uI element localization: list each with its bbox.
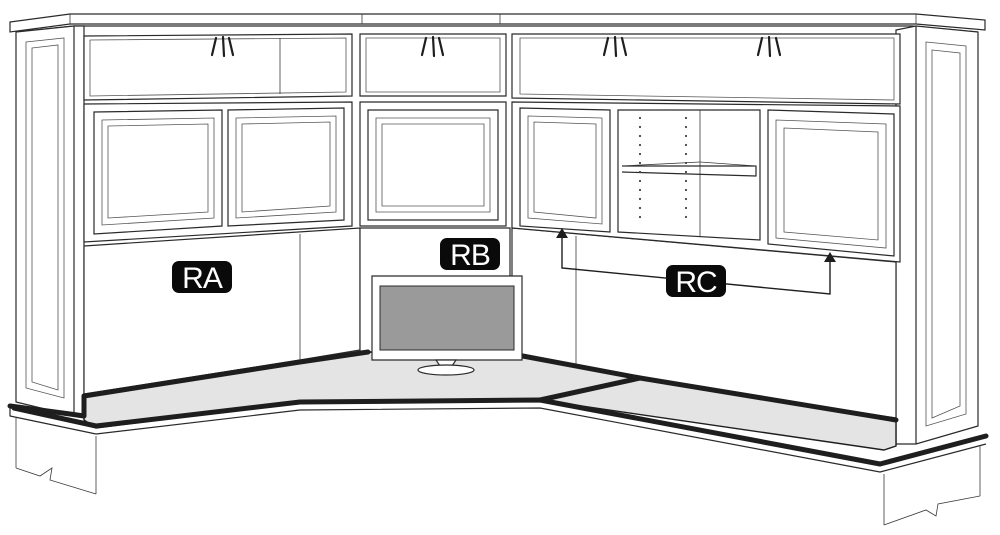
- shelf-peg-holes: [638, 116, 688, 219]
- light-fixture-1: [210, 35, 235, 58]
- shelf-peg-hole: [638, 161, 642, 165]
- crown-molding: [9, 13, 986, 33]
- shelf-peg-hole: [684, 215, 688, 219]
- shelf-peg-hole: [684, 188, 688, 192]
- arrow-head-right: [824, 252, 836, 262]
- shelf-peg-hole: [638, 134, 642, 138]
- shelf-peg-hole: [638, 143, 642, 147]
- right-hutch: [511, 33, 901, 419]
- label-rc-text: RC: [675, 266, 717, 299]
- shelf-peg-hole: [684, 197, 688, 201]
- shelf-peg-hole: [638, 215, 642, 219]
- shelf-peg-hole: [638, 188, 642, 192]
- shelf-peg-hole: [638, 125, 642, 129]
- shelf-peg-hole: [684, 206, 688, 210]
- left-hutch: [83, 33, 361, 395]
- label-rb-text: RB: [450, 239, 490, 272]
- shelf-peg-hole: [684, 170, 688, 174]
- left-end-panel: [15, 25, 85, 417]
- monitor: [371, 275, 523, 376]
- shelf-peg-hole: [684, 143, 688, 147]
- right-end-panel: [895, 25, 979, 445]
- monitor-screen: [379, 285, 515, 351]
- shelf-peg-hole: [638, 206, 642, 210]
- label-rb: RB: [440, 238, 500, 272]
- label-rc: RC: [666, 265, 726, 299]
- base-cabinets: [15, 418, 981, 526]
- shelf-peg-hole: [684, 152, 688, 156]
- shelf-peg-hole: [638, 152, 642, 156]
- shelf-peg-hole: [684, 179, 688, 183]
- light-fixture-2: [420, 35, 445, 58]
- light-fixture-4: [756, 35, 782, 58]
- shelf-peg-hole: [638, 197, 642, 201]
- label-ra: RA: [172, 261, 232, 295]
- arrow-head-left: [556, 228, 568, 238]
- shelf-peg-hole: [638, 170, 642, 174]
- shelf-peg-hole: [638, 179, 642, 183]
- shelf-peg-hole: [684, 116, 688, 120]
- shelf-peg-hole: [684, 134, 688, 138]
- label-ra-text: RA: [182, 262, 223, 295]
- corner-desk-top: [7, 349, 989, 473]
- light-fixture-3: [602, 35, 628, 58]
- shelf-peg-hole: [638, 116, 642, 120]
- shelf-peg-hole: [684, 125, 688, 129]
- shelf-peg-hole: [684, 161, 688, 165]
